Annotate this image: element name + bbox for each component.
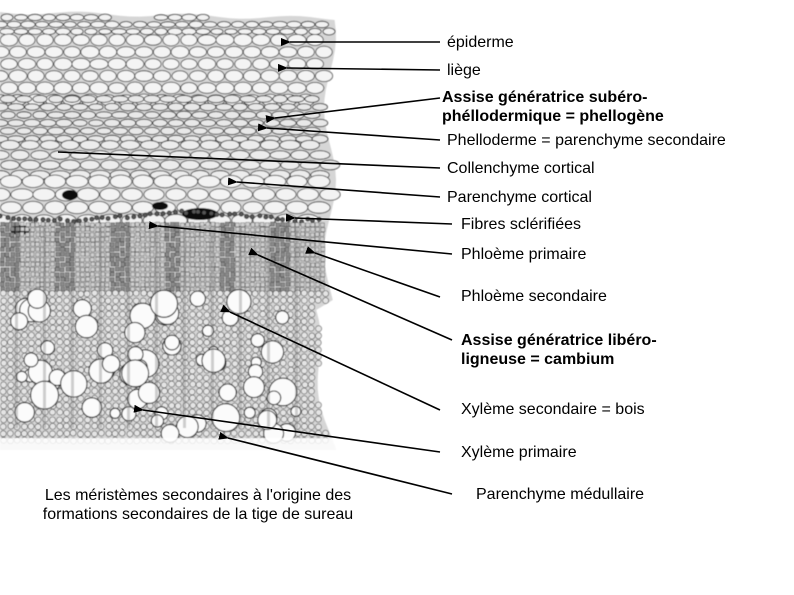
stem-cross-section-micrograph (0, 0, 450, 460)
label-phloeme-primaire: Phloème primaire (461, 246, 587, 263)
label-epiderme: épiderme (447, 34, 514, 51)
label-cambium-line1: Assise génératrice libéro- (461, 332, 657, 349)
leader-cambium (248, 247, 453, 341)
label-fibres: Fibres sclérifiées (461, 216, 582, 233)
label-assise-subero-line1: Assise génératrice subéro- (442, 89, 648, 106)
label-liege: liège (447, 62, 481, 79)
leader-xyleme-secondaire (220, 304, 441, 411)
leader-collenchyme (57, 151, 441, 169)
label-parenchyme-cortical: Parenchyme cortical (447, 189, 592, 206)
label-xyleme-primaire: Xylème primaire (461, 444, 577, 461)
label-collenchyme: Collenchyme cortical (447, 160, 595, 177)
label-xyleme-secondaire: Xylème secondaire = bois (461, 401, 645, 418)
label-phelloderme: Phelloderme = parenchyme secondaire (447, 132, 726, 149)
leader-fibres (285, 213, 453, 225)
label-phloeme-secondaire: Phloème secondaire (461, 288, 607, 305)
leader-phelloderme (257, 123, 441, 141)
leader-phloeme-primaire (148, 221, 453, 255)
label-assise-subero-line2: phéllodermique = phellogène (442, 108, 664, 125)
figure-caption: Les méristèmes secondaires à l'origine d… (42, 487, 354, 523)
label-parenchyme-medullaire: Parenchyme médullaire (476, 486, 645, 503)
leader-liege (277, 63, 441, 72)
label-cambium-line2: ligneuse = cambium (461, 351, 615, 368)
leader-assise-subero (265, 97, 441, 124)
leader-parenchyme-medullaire (218, 431, 453, 495)
leader-parenchyme-cortical (227, 177, 441, 198)
leader-xyleme-primaire (133, 404, 441, 453)
leader-phloeme-secondaire (305, 246, 441, 298)
